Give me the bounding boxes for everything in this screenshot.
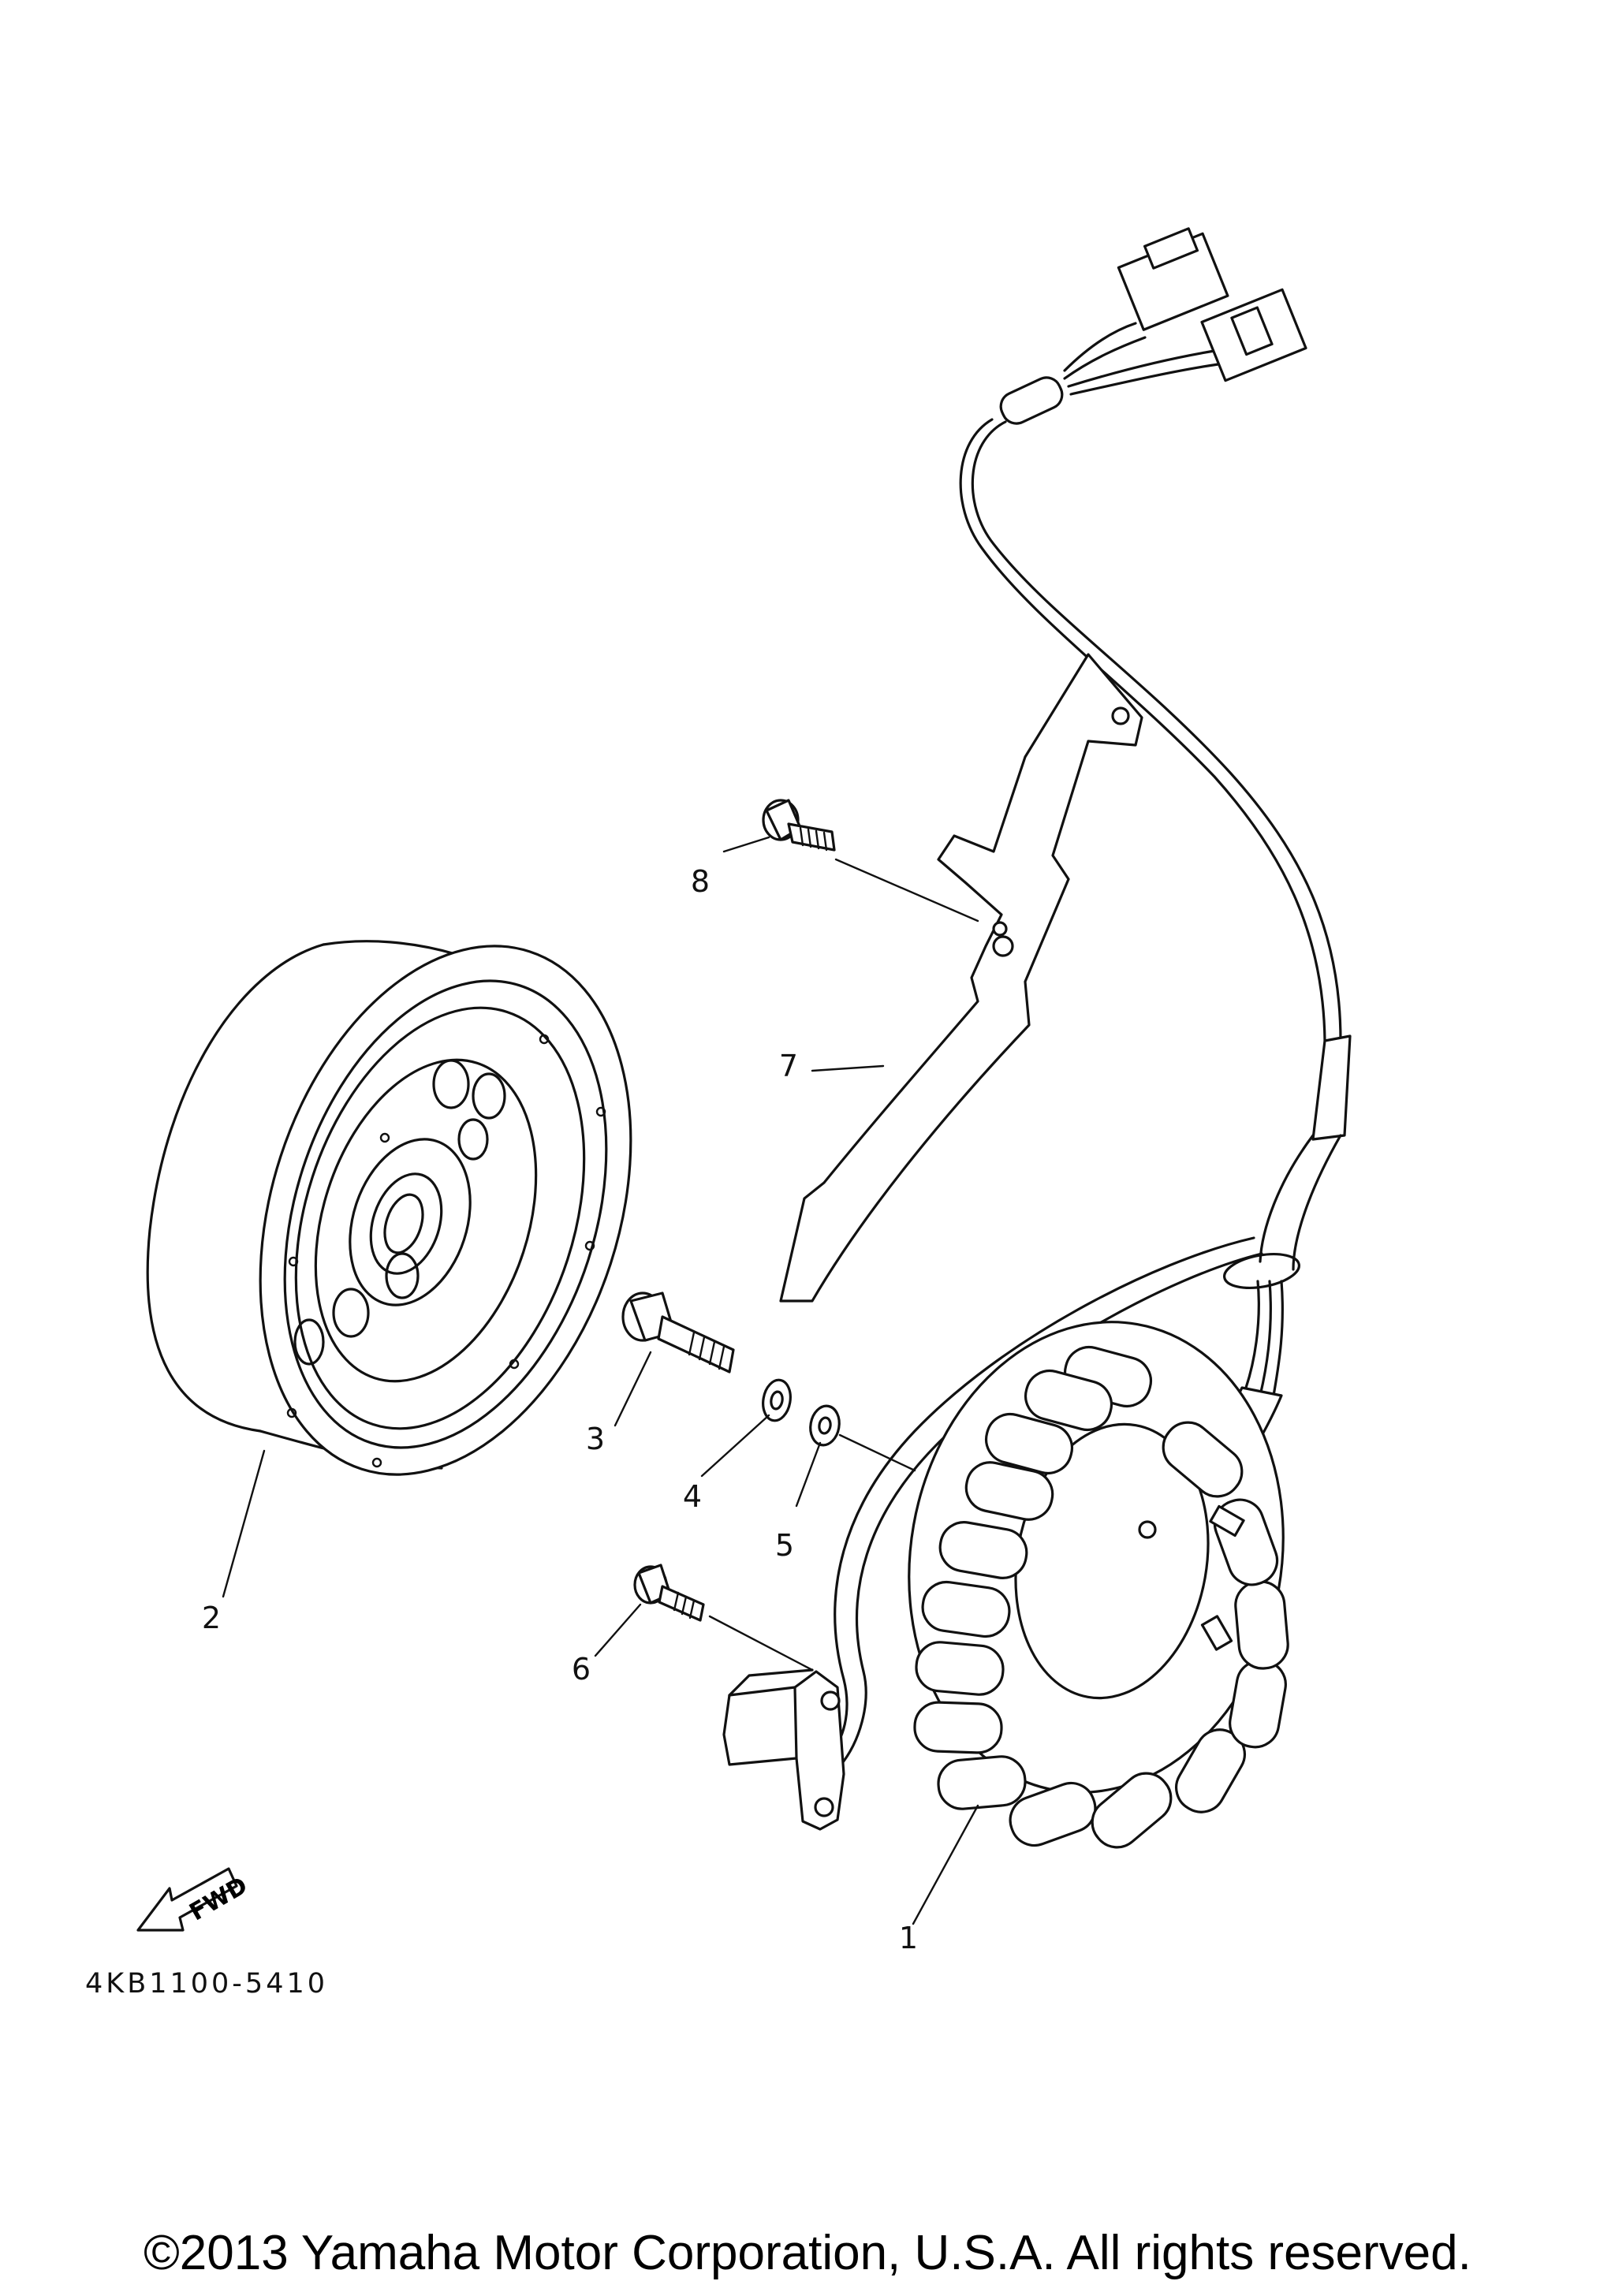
leader-lines — [222, 836, 979, 1925]
bolt-3 — [621, 1292, 735, 1374]
alignment-lines — [708, 858, 979, 1672]
pickup-coil — [722, 1668, 845, 1831]
washer-4 — [762, 1378, 792, 1422]
callout-1: 1 — [898, 1921, 919, 1955]
callout-7: 7 — [778, 1049, 799, 1083]
connector-a-latch — [1143, 227, 1199, 270]
bolt-8 — [762, 799, 836, 852]
stator-coil — [908, 1321, 1289, 1849]
callout-6: 6 — [571, 1652, 591, 1687]
bracket-plate — [779, 653, 1143, 1303]
harness-sleeve-top — [999, 376, 1064, 425]
wire-harness — [959, 227, 1342, 1042]
copyright-notice: ©2013 Yamaha Motor Corporation, U.S.A. A… — [144, 2226, 1471, 2280]
washer-5 — [809, 1404, 841, 1447]
bolt-6 — [633, 1564, 705, 1622]
flywheel-rotor — [146, 940, 632, 1476]
callout-8: 8 — [690, 864, 711, 899]
part-code: 4KB1100-5410 — [85, 1968, 329, 2000]
callout-4: 4 — [682, 1479, 703, 1514]
fwd-arrow-icon: FWD — [136, 1867, 252, 1932]
callout-5: 5 — [774, 1528, 795, 1563]
connector-b-latch — [1230, 306, 1274, 356]
callout-2: 2 — [201, 1601, 222, 1635]
callout-3: 3 — [585, 1422, 606, 1456]
